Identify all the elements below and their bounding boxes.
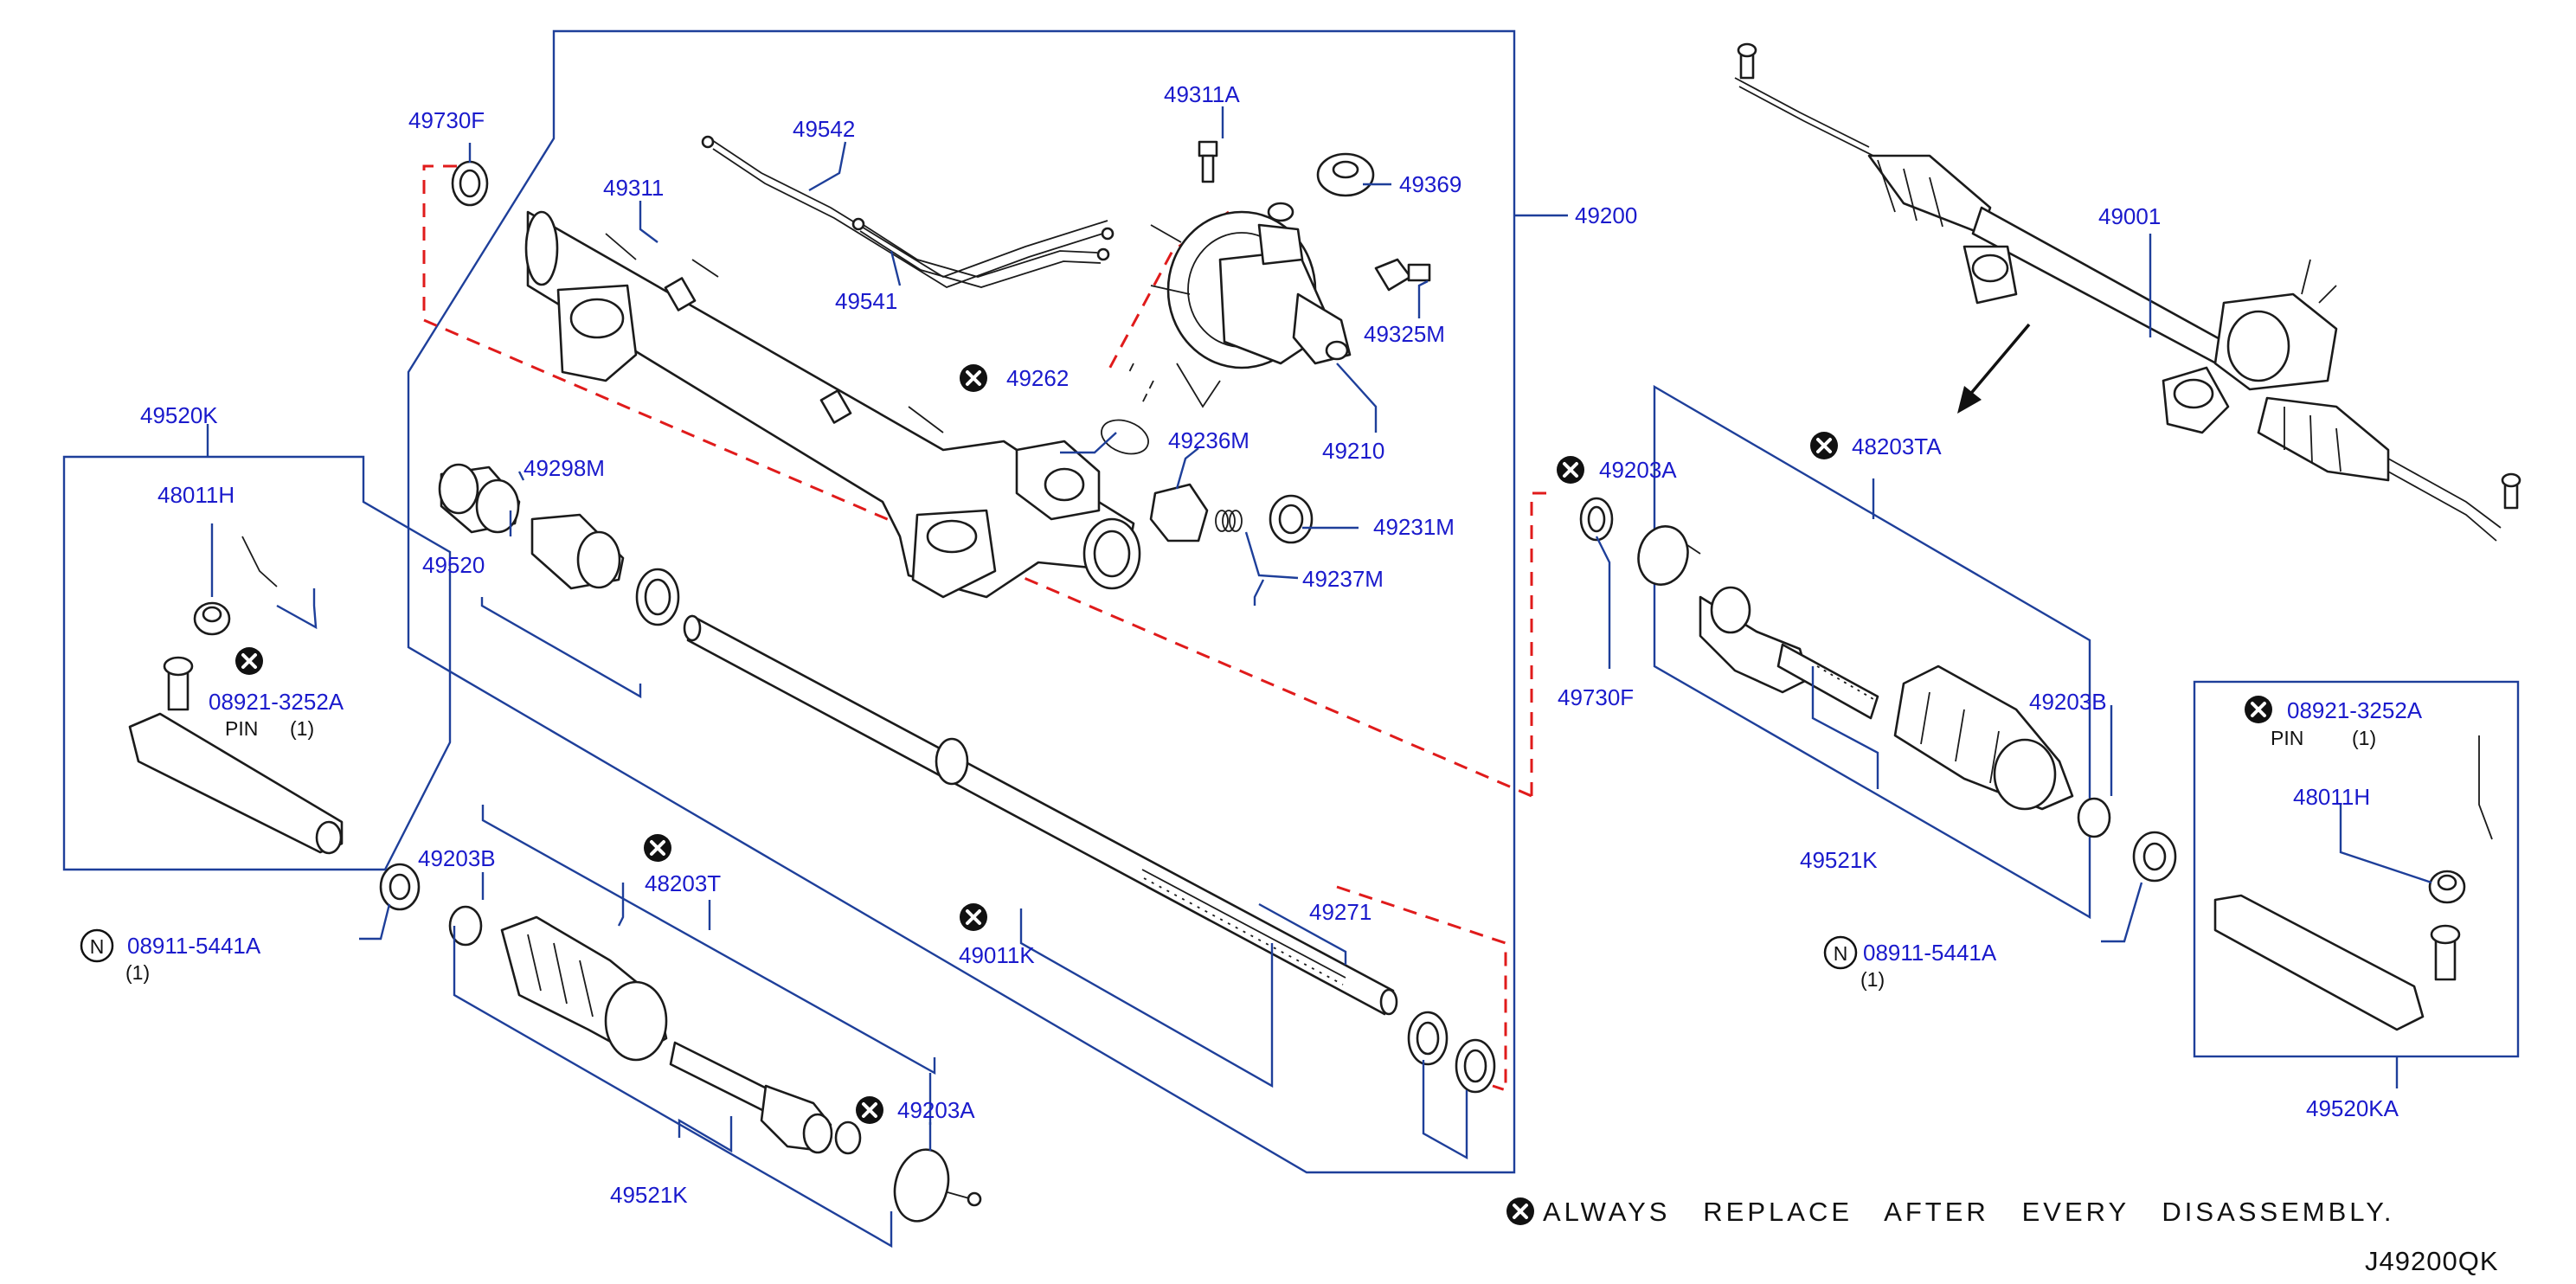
o-ring-49262: [1101, 363, 1154, 455]
rack-housing-part: [524, 210, 1141, 599]
replacement-note: ALWAYS REPLACE AFTER EVERY DISASSEMBLY.: [1543, 1197, 2395, 1227]
bushing-49730f-left: [451, 160, 489, 207]
tie-rod-box-left: [62, 424, 452, 871]
label-08921-3252a-left: 08921-3252A: [209, 689, 344, 715]
lock-washer-49203a-left: [893, 1148, 982, 1223]
inner-socket-left: [669, 1041, 862, 1155]
replace-icon-49203a-right: [1555, 454, 1586, 485]
label-49298m: 49298M: [524, 455, 605, 481]
replace-icon-48203ta: [1808, 430, 1840, 461]
label-49311: 49311: [603, 175, 664, 201]
label-49271: 49271: [1309, 899, 1372, 925]
alignment-guides: [422, 164, 1553, 1093]
bolt-49311a: [1198, 140, 1218, 183]
label-49203a-right: 49203A: [1599, 457, 1677, 483]
label-49520ka: 49520KA: [2306, 1095, 2399, 1121]
label-pin-left: PIN: [225, 717, 258, 740]
cap-49369: [1316, 152, 1375, 197]
replace-icon-08921-left: [234, 645, 265, 677]
label-49237m: 49237M: [1302, 566, 1384, 592]
replace-icon-note: [1505, 1196, 1536, 1227]
label-49311a: 49311A: [1164, 81, 1240, 107]
n-icon-left: N: [80, 928, 114, 963]
n-symbol: N: [90, 935, 105, 958]
label-49520: 49520: [422, 552, 485, 578]
control-valve-49210: [1150, 202, 1352, 408]
tie-rod-box-right: [2193, 680, 2520, 1088]
standard-part-markers: N N: [80, 928, 1858, 970]
label-49011k: 49011K: [959, 942, 1035, 968]
label-49203b-left: 49203B: [418, 845, 496, 871]
leader-lines: [210, 106, 2432, 1249]
label-08911-left-qty: (1): [125, 961, 150, 984]
label-pin-right: PIN: [2271, 727, 2303, 749]
label-49200: 49200: [1575, 202, 1637, 228]
label-49262: 49262: [1006, 365, 1069, 391]
label-08911-5441a-right: 08911-5441A: [1863, 940, 1997, 966]
oil-seal-ring: [635, 568, 680, 626]
complete-gear-49001: [1734, 42, 2521, 542]
replace-icon-49203a-left: [854, 1095, 885, 1126]
label-49730f-right: 49730F: [1558, 684, 1634, 710]
label-49236m: 49236M: [1168, 427, 1249, 453]
label-49541: 49541: [835, 288, 897, 314]
direction-arrow: [1957, 323, 2031, 414]
label-pin-left-qty: (1): [290, 717, 314, 740]
replace-icon-48203t: [642, 832, 673, 863]
label-49001: 49001: [2098, 203, 2161, 229]
label-49520k: 49520K: [140, 402, 218, 428]
clamp-49203b-left: [448, 905, 483, 947]
replace-icon-08921-right: [2243, 694, 2274, 725]
label-49203a-left: 49203A: [897, 1097, 975, 1123]
label-49325m: 49325M: [1364, 321, 1445, 347]
replace-markers: [234, 363, 2274, 1227]
label-08911-right-qty: (1): [1860, 968, 1885, 991]
boot-48203t: [500, 915, 668, 1062]
seal-rings-49271: [1407, 1011, 1496, 1094]
diagram-code: J49200QK: [2365, 1246, 2499, 1276]
label-49369: 49369: [1399, 171, 1461, 197]
spring-49237m: [1215, 510, 1243, 532]
fluid-tubes: [701, 135, 1115, 288]
label-48203t: 48203T: [645, 870, 721, 896]
label-08921-3252a-right: 08921-3252A: [2287, 697, 2423, 723]
label-49210: 49210: [1322, 438, 1384, 464]
bushing-49520: [438, 463, 521, 534]
replace-icon-49011k: [958, 902, 989, 933]
label-49203b-right: 49203B: [2029, 689, 2107, 715]
label-49730f-left: 49730F: [408, 107, 485, 133]
assembly-frame-49200: [407, 29, 1568, 1174]
label-49521k-left: 49521K: [610, 1182, 688, 1208]
label-48011h-right: 48011H: [2293, 784, 2370, 810]
label-08911-5441a-left: 08911-5441A: [127, 933, 261, 959]
label-48011h-left: 48011H: [157, 482, 234, 508]
inner-socket-group-right: [1579, 384, 2177, 920]
n-symbol: N: [1834, 942, 1848, 965]
n-icon-right: N: [1823, 935, 1858, 970]
lock-nut-left: [379, 863, 421, 911]
label-48203ta: 48203TA: [1852, 433, 1942, 459]
label-49521k-right: 49521K: [1800, 847, 1878, 873]
part-labels: 49730F 49542 49311A 49311 49369 49200 49…: [125, 81, 2423, 1208]
bushing-49298m: [530, 513, 625, 590]
plug-49231m: [1269, 494, 1314, 544]
label-pin-right-qty: (1): [2352, 727, 2376, 749]
plug-49325m: [1374, 258, 1431, 292]
label-49542: 49542: [793, 116, 855, 142]
label-49231m: 49231M: [1373, 514, 1455, 540]
yoke-49236m: [1149, 483, 1209, 542]
replace-icon-49262: [958, 363, 989, 394]
rack-bar-49011k: [683, 614, 1398, 1016]
